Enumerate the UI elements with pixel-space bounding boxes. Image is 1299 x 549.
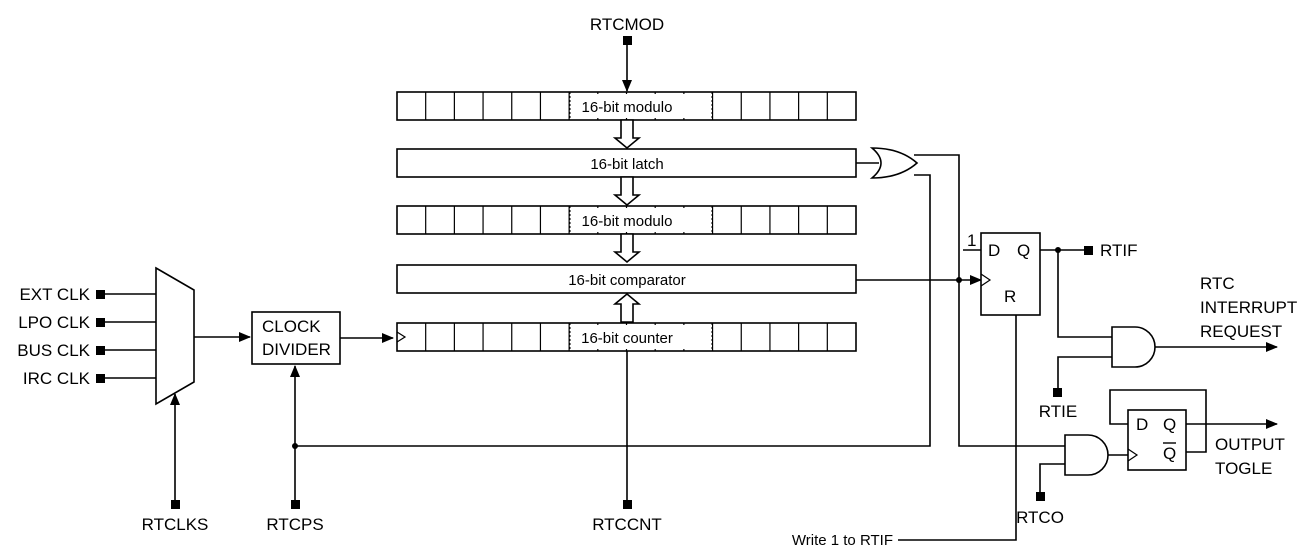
clock-source-inputs: EXT CLK LPO CLK BUS CLK IRC CLK — [17, 285, 156, 388]
rtif-ff-d: D — [988, 241, 1000, 260]
comparator-register: 16-bit comparator — [396, 264, 857, 294]
write-rtif-input: Write 1 to RTIF — [792, 315, 1017, 549]
modulo-top-label: 16-bit modulo — [582, 99, 673, 116]
rtcps-select: RTCPS — [266, 365, 324, 534]
toggle-ff-d: D — [1136, 415, 1148, 434]
rtif-ff-r: R — [1004, 287, 1016, 306]
clear-path-wire — [914, 154, 1085, 447]
interrupt-and-gate — [1111, 326, 1156, 368]
toggle-ff-q: Q — [1163, 415, 1176, 434]
modulo-register-mid: 16-bit modulo — [396, 205, 857, 235]
clock-divider-label-line1: CLOCK — [262, 317, 321, 336]
or-gate — [856, 147, 919, 179]
toggle-ff-qbar: Q — [1163, 444, 1176, 463]
toggle-and-gate — [1064, 434, 1109, 476]
latch-to-modulo-arrow — [612, 176, 642, 207]
rtccnt-output: RTCCNT — [592, 351, 662, 534]
rtcps-terminal — [291, 500, 300, 509]
irc-clk-label: IRC CLK — [23, 369, 91, 388]
output-toggle-label: OUTPUT TOGLE — [1215, 435, 1285, 478]
modulo-mid-label: 16-bit modulo — [582, 213, 673, 230]
write-rtif-label: Write 1 to RTIF — [792, 532, 893, 549]
interrupt-request-label: RTC INTERRUPT REQUEST — [1200, 274, 1297, 341]
svg-text:REQUEST: REQUEST — [1200, 322, 1282, 341]
modulo-to-latch-arrow — [612, 119, 642, 150]
ext-clk-label: EXT CLK — [19, 285, 90, 304]
svg-text:OUTPUT: OUTPUT — [1215, 435, 1285, 454]
rtif-flipflop: D Q R 1 — [963, 231, 1041, 316]
rtcmod-input: RTCMOD — [590, 15, 664, 92]
reset-bus-wire — [295, 174, 931, 447]
rtie-label: RTIE — [1039, 402, 1077, 421]
rtclks-terminal — [171, 500, 180, 509]
rtco-label: RTCO — [1016, 508, 1064, 527]
counter-register: 16-bit counter — [396, 322, 857, 352]
rtie-wire — [1057, 356, 1112, 390]
counter-label: 16-bit counter — [581, 330, 673, 347]
svg-text:TOGLE: TOGLE — [1215, 459, 1272, 478]
modulo-register-top: 16-bit modulo — [396, 91, 857, 121]
bus-clk-terminal — [96, 346, 105, 355]
toggle-feedback-wire — [1109, 389, 1207, 453]
ext-clk-terminal — [96, 290, 105, 299]
rtcps-label: RTCPS — [266, 515, 323, 534]
svg-text:RTC: RTC — [1200, 274, 1235, 293]
modulo-to-comparator-arrow — [612, 233, 642, 264]
rtif-terminal — [1084, 246, 1093, 255]
rtif-label: RTIF — [1100, 241, 1137, 260]
bus-clk-label: BUS CLK — [17, 341, 90, 360]
rtco-wire — [1039, 463, 1065, 492]
latch-label: 16-bit latch — [590, 156, 663, 173]
toggle-flipflop: D Q Q — [1127, 409, 1187, 471]
rtif-ff-const-one: 1 — [967, 231, 976, 250]
rtcmod-terminal — [623, 36, 632, 45]
comparator-label: 16-bit comparator — [568, 272, 686, 289]
latch-register: 16-bit latch — [396, 148, 857, 178]
irc-clk-terminal — [96, 374, 105, 383]
rtclks-select: RTCLKS — [142, 393, 209, 534]
rtcmod-label: RTCMOD — [590, 15, 664, 34]
clock-mux — [155, 266, 195, 406]
rtccnt-label: RTCCNT — [592, 515, 662, 534]
clock-divider-label-line2: DIVIDER — [262, 340, 331, 359]
counter-to-comparator-arrow — [612, 292, 642, 323]
svg-text:INTERRUPT: INTERRUPT — [1200, 298, 1297, 317]
rtccnt-terminal — [623, 500, 632, 509]
rtif-ff-q: Q — [1017, 241, 1030, 260]
lpo-clk-label: LPO CLK — [18, 313, 90, 332]
clock-divider: CLOCK DIVIDER — [251, 311, 341, 365]
rtclks-label: RTCLKS — [142, 515, 209, 534]
rtco-terminal — [1036, 492, 1045, 501]
rtie-terminal — [1053, 388, 1062, 397]
rtif-to-and-wire — [1057, 250, 1112, 338]
lpo-clk-terminal — [96, 318, 105, 327]
